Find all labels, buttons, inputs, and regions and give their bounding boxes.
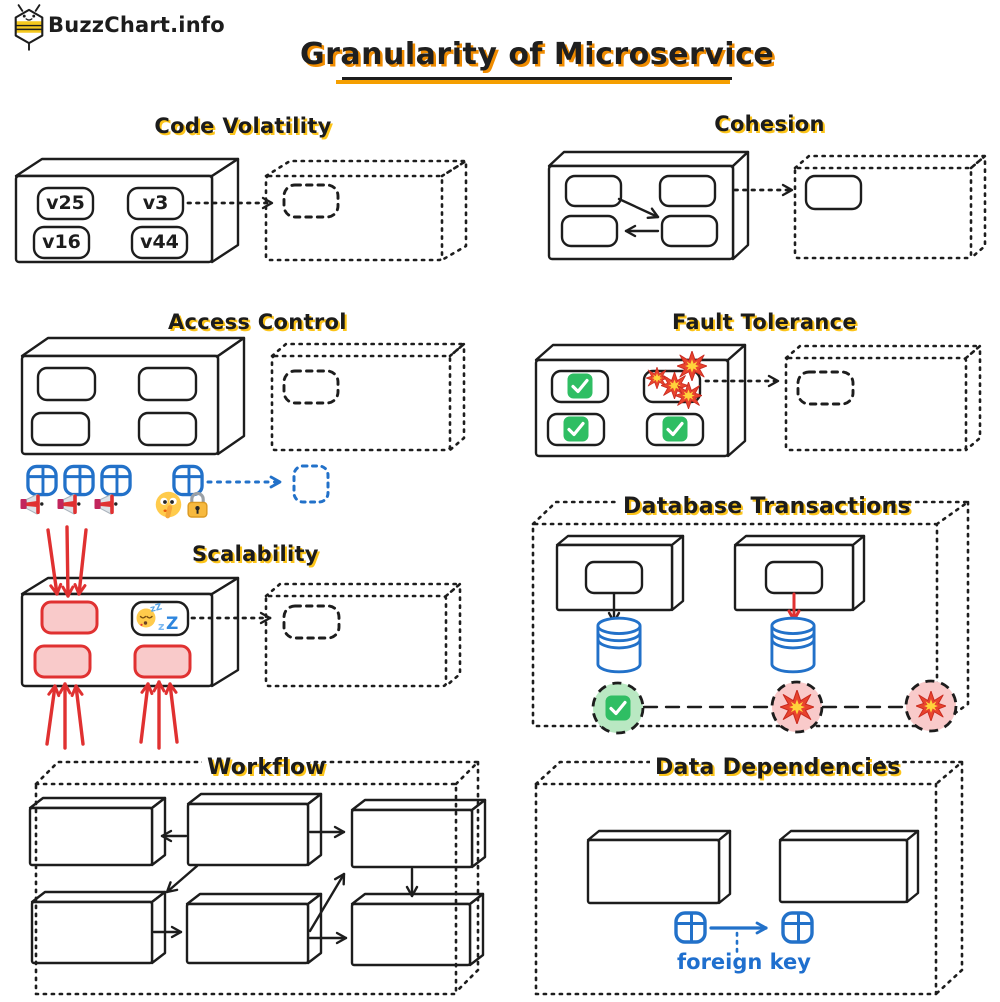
section-label-scalability: Scalability	[192, 542, 319, 566]
brand-name: BuzzChart.info	[48, 13, 225, 37]
scalability-load-arrows	[45, 525, 179, 750]
check-icon	[605, 695, 631, 721]
version-badge: v44	[140, 231, 179, 253]
version-badge: v3	[142, 192, 169, 214]
zzz-icon: zZ	[149, 602, 163, 615]
title-underline	[342, 77, 732, 80]
dt-service-box-left	[555, 534, 685, 612]
access-control-target-cell	[292, 464, 330, 504]
scalability-target-box	[264, 582, 462, 688]
access-control-public-tables	[20, 464, 132, 515]
explosion-icon	[677, 351, 707, 381]
access-control-private-table	[155, 464, 209, 519]
explosion-icon	[675, 382, 702, 409]
data-dependencies-boxes	[586, 829, 920, 905]
zzz-icon: Z	[166, 614, 178, 634]
sleeping-face-icon: zZ z Z	[136, 602, 178, 634]
section-label-data-dependencies: Data Dependencies	[650, 754, 900, 781]
page-title: Granularity of Microservice	[300, 37, 775, 72]
version-badge: v25	[46, 192, 85, 214]
explosion-icon	[916, 691, 946, 721]
workflow-arrows	[152, 825, 419, 945]
table-icon	[172, 464, 204, 497]
table-icon	[781, 911, 814, 944]
table-icon	[100, 464, 132, 497]
code-volatility-service-box	[14, 157, 240, 264]
table-icon	[63, 464, 95, 497]
zzz-icon: z	[158, 620, 164, 633]
section-label-access-control: Access Control	[168, 310, 347, 334]
dt-service-box-right	[733, 534, 866, 612]
version-badge: v16	[42, 231, 81, 253]
code-volatility-target-box	[264, 159, 468, 262]
dt-status-failure-edge	[904, 679, 958, 733]
table-icon	[674, 911, 707, 944]
section-label-code-volatility: Code Volatility	[154, 114, 332, 138]
megaphone-icon	[20, 494, 44, 515]
database-icon	[770, 616, 816, 674]
workflow-boxes	[28, 792, 487, 967]
lock-icon	[186, 491, 209, 518]
section-label-cohesion: Cohesion	[714, 112, 825, 136]
cohesion-service-box	[547, 150, 750, 261]
scalability-service-box	[20, 576, 240, 688]
brand: BuzzChart.info	[48, 13, 225, 37]
section-label-workflow: Workflow	[202, 754, 326, 781]
check-icon	[662, 416, 688, 442]
megaphone-icon	[94, 494, 118, 515]
explosion-icon	[780, 690, 814, 724]
fault-tolerance-target-box	[784, 344, 982, 452]
dt-status-success	[591, 681, 645, 735]
fault-tolerance-service-box	[534, 343, 747, 458]
check-icon	[567, 373, 593, 399]
title-underline-accent	[336, 80, 730, 84]
dt-status-failure	[770, 680, 824, 734]
cohesion-target-box	[793, 154, 987, 260]
check-icon	[563, 416, 589, 442]
section-label-database-transactions: Database Transactions	[618, 493, 911, 520]
shushing-face-icon	[155, 491, 182, 519]
section-label-fault-tolerance: Fault Tolerance	[672, 310, 857, 334]
access-control-target-box	[270, 342, 466, 452]
megaphone-icon	[57, 494, 81, 515]
table-icon	[26, 464, 58, 497]
database-icon	[596, 616, 642, 674]
access-control-service-box	[20, 336, 246, 456]
bee-icon	[14, 4, 44, 51]
foreign-key-label: foreign key	[677, 950, 811, 974]
